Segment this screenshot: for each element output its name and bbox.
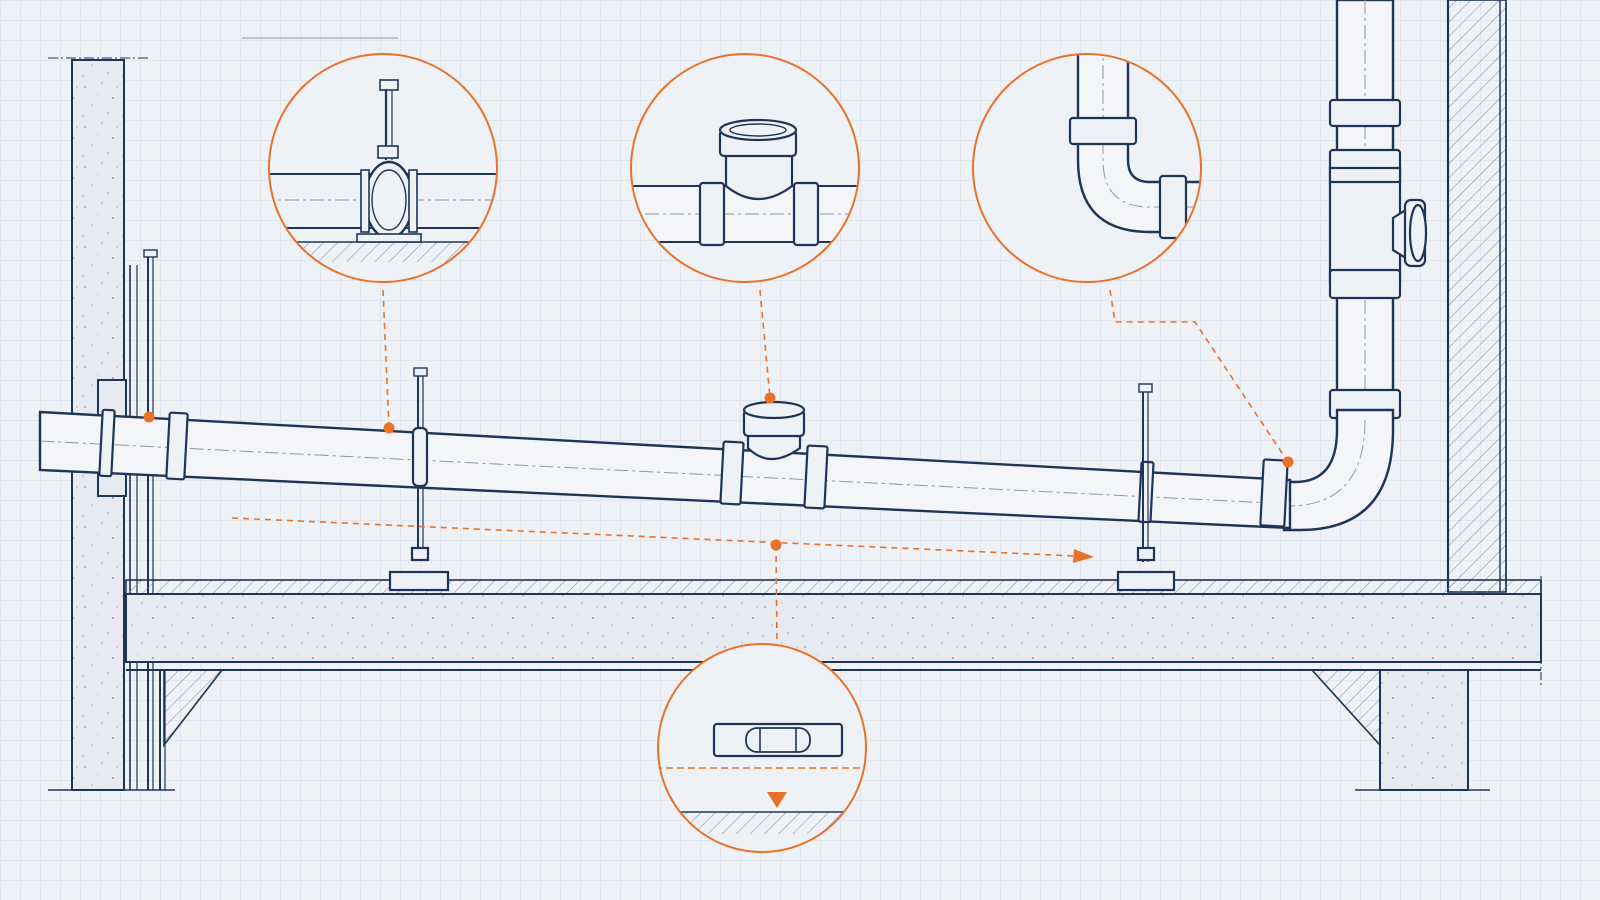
left-support-leg [159, 669, 224, 790]
pipe-hanger-right [1116, 383, 1176, 592]
tee-fitting-icon [632, 118, 858, 247]
main-elbow-fitting [1278, 408, 1395, 532]
spirit-level-icon [659, 722, 865, 834]
sloped-drain-pipe [38, 400, 1292, 530]
pipe-hanger-icon [270, 79, 496, 262]
right-wall [1446, 0, 1507, 593]
right-support-leg [1310, 669, 1490, 791]
detail-callout-hanger [268, 53, 498, 283]
wall-threaded-rod [143, 249, 158, 790]
detail-callout-level [657, 643, 867, 853]
floor-slab [125, 576, 1542, 686]
callout-leaders [143, 289, 1294, 647]
vertical-stack-pipe [1328, 0, 1428, 420]
pipe-hanger-left [388, 367, 450, 592]
detail-callout-elbow [972, 53, 1202, 283]
detail-callout-tee [630, 53, 860, 283]
flow-direction-arrow-icon [231, 517, 1094, 563]
elbow-fitting-icon [1068, 55, 1200, 240]
